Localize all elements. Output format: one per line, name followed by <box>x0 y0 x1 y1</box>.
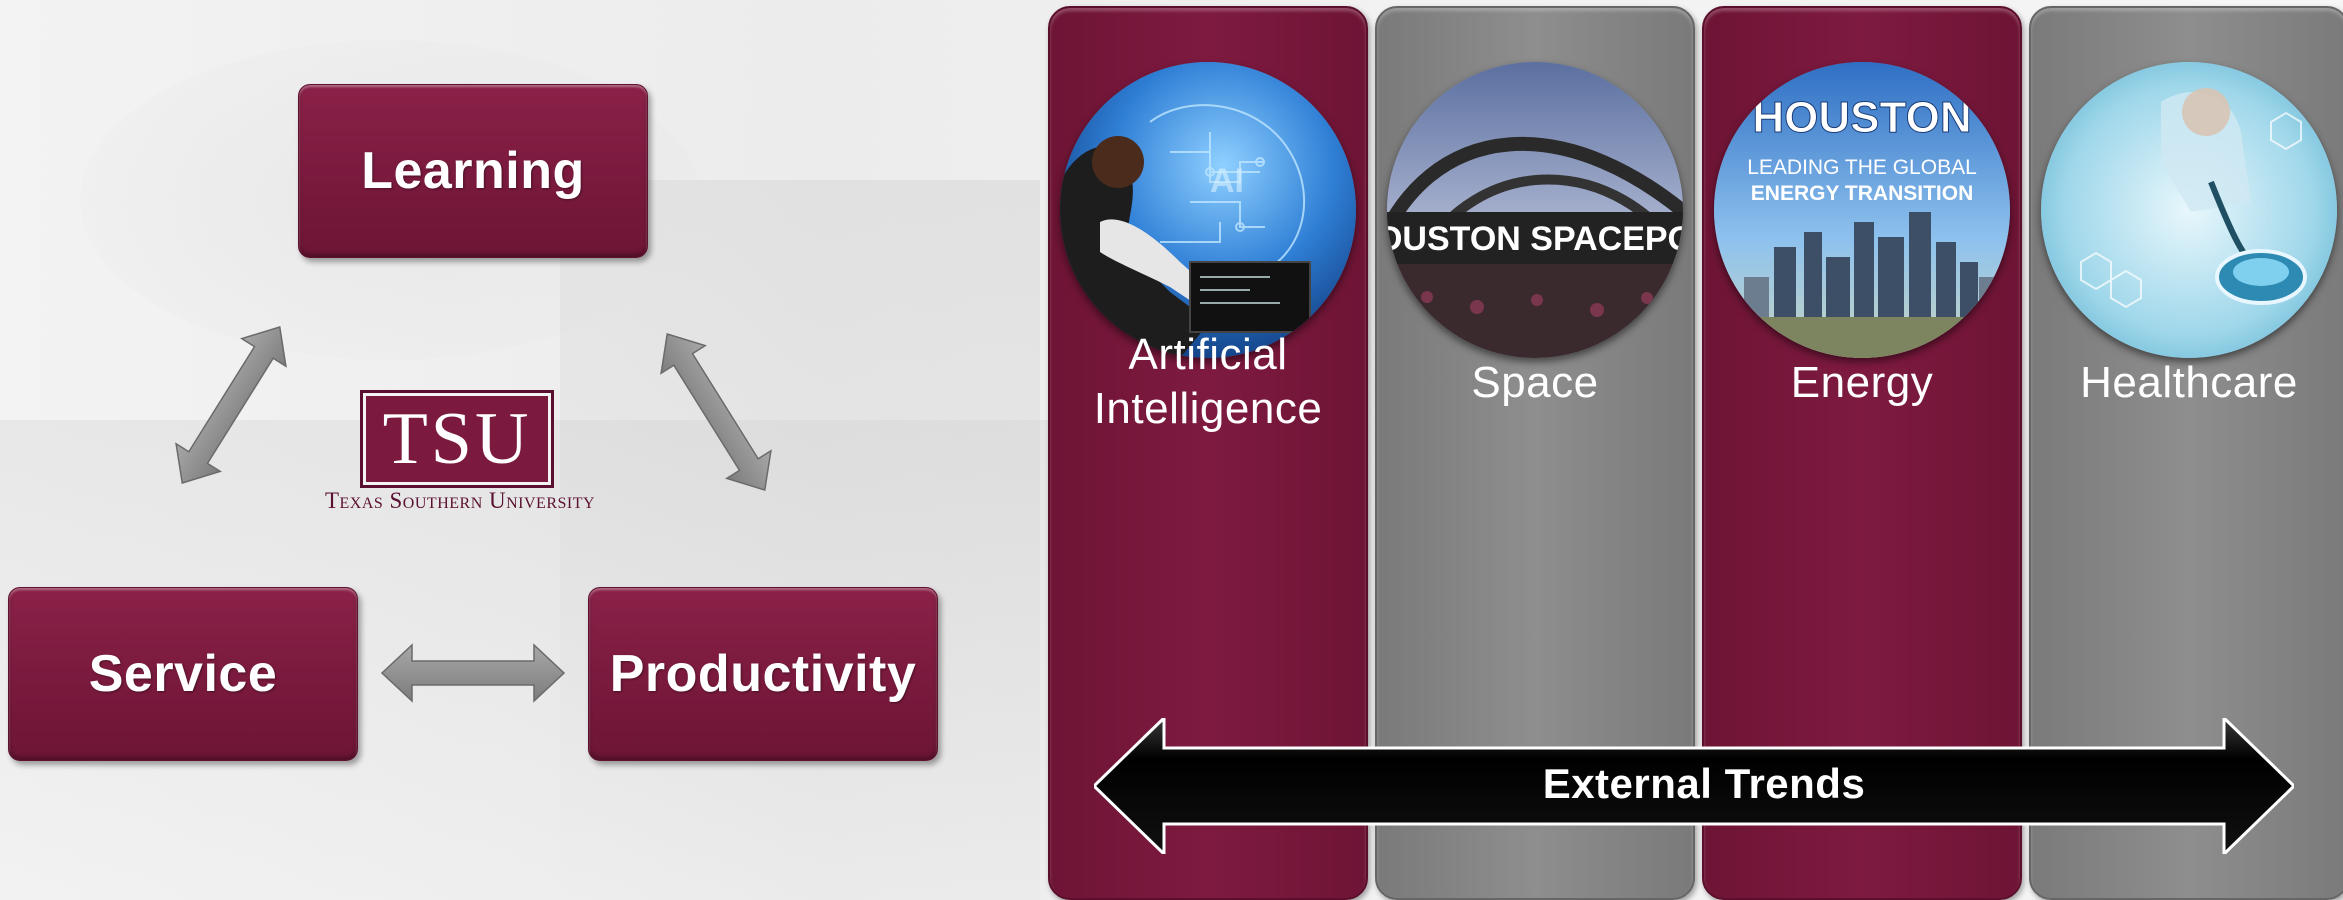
svg-text:AI: AI <box>1210 162 1244 200</box>
ai-image-illustration: AI <box>1060 62 1356 358</box>
energy-image-line1: LEADING THE GLOBAL <box>1747 156 1977 179</box>
energy-label: Energy <box>1790 358 1934 407</box>
service-box: Service <box>8 587 358 761</box>
tsu-logo-mark: TSU <box>360 390 554 488</box>
service-label: Service <box>88 645 278 703</box>
ai-label-line1: Artificial <box>1128 330 1288 379</box>
double-arrow-learning-productivity <box>660 333 772 491</box>
energy-image: HOUSTON LEADING THE GLOBAL ENERGY TRANSI… <box>1714 62 2010 358</box>
ai-label-line2: Intelligence <box>1093 384 1323 433</box>
space-image-text: OUSTON SPACEPO <box>1387 220 1683 258</box>
learning-box: Learning <box>298 84 648 258</box>
space-image-illustration: OUSTON SPACEPO <box>1387 62 1683 358</box>
energy-image-title: HOUSTON <box>1752 93 1971 142</box>
productivity-label: Productivity <box>609 645 917 703</box>
energy-image-line2: ENERGY TRANSITION <box>1751 182 1973 205</box>
ai-image: AI <box>1060 62 1356 358</box>
learning-label: Learning <box>361 142 585 200</box>
cycle-arrows <box>175 326 772 703</box>
double-arrow-service-productivity <box>380 643 566 703</box>
healthcare-image-illustration <box>2041 62 2337 358</box>
healthcare-label: Healthcare <box>2080 358 2298 407</box>
productivity-box: Productivity <box>588 587 938 761</box>
healthcare-image <box>2041 62 2337 358</box>
space-label: Space <box>1471 358 1599 407</box>
external-trends-label: External Trends <box>1542 760 1866 807</box>
space-image: OUSTON SPACEPO <box>1387 62 1683 358</box>
tsu-logo: TSU Texas Southern University <box>290 390 630 520</box>
double-arrow-learning-service <box>175 326 287 484</box>
tsu-logo-name: Texas Southern University <box>324 488 596 513</box>
external-trends-arrow <box>1094 718 2294 854</box>
energy-image-illustration: HOUSTON LEADING THE GLOBAL ENERGY TRANSI… <box>1714 62 2010 358</box>
